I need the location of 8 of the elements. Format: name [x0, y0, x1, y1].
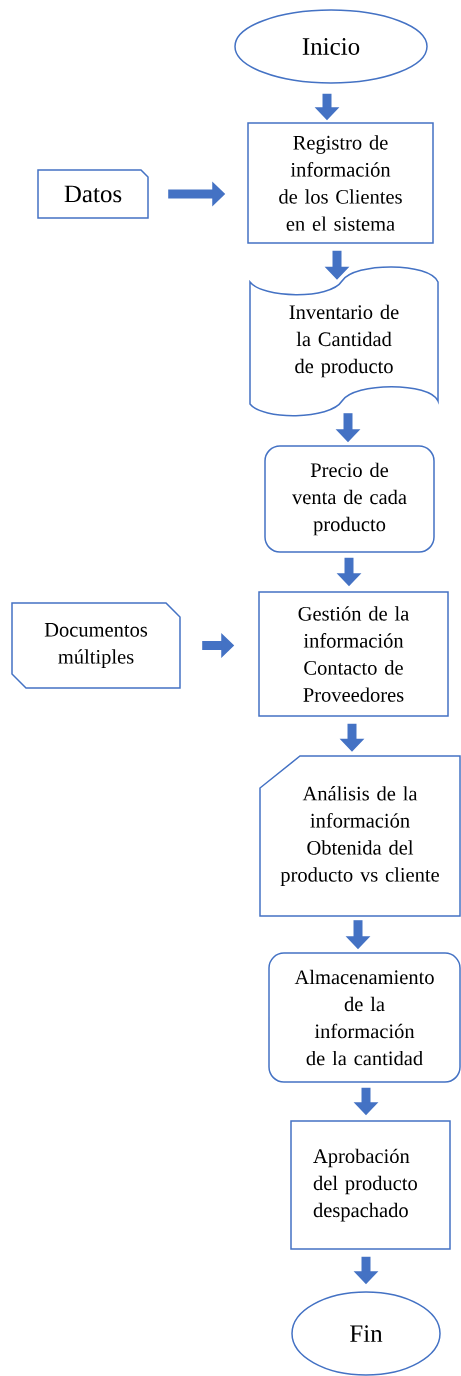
- cut-corner-box: Análisis de la información Obtenida del producto vs cliente: [259, 755, 461, 917]
- process-box: Registro de información de los Clientes en el sistema: [247, 122, 434, 244]
- rounded-process-box: Almacenamiento de la información de la cantidad: [268, 952, 461, 1083]
- process-box: Gestión de la información Contacto de Proveedores: [258, 591, 449, 717]
- data-box: Datos: [37, 169, 149, 219]
- process-box: Aprobación del producto despachado: [290, 1120, 451, 1250]
- rounded-process-box: Precio de venta de cada producto: [264, 445, 435, 553]
- document-box: Documentos múltiples: [11, 602, 181, 689]
